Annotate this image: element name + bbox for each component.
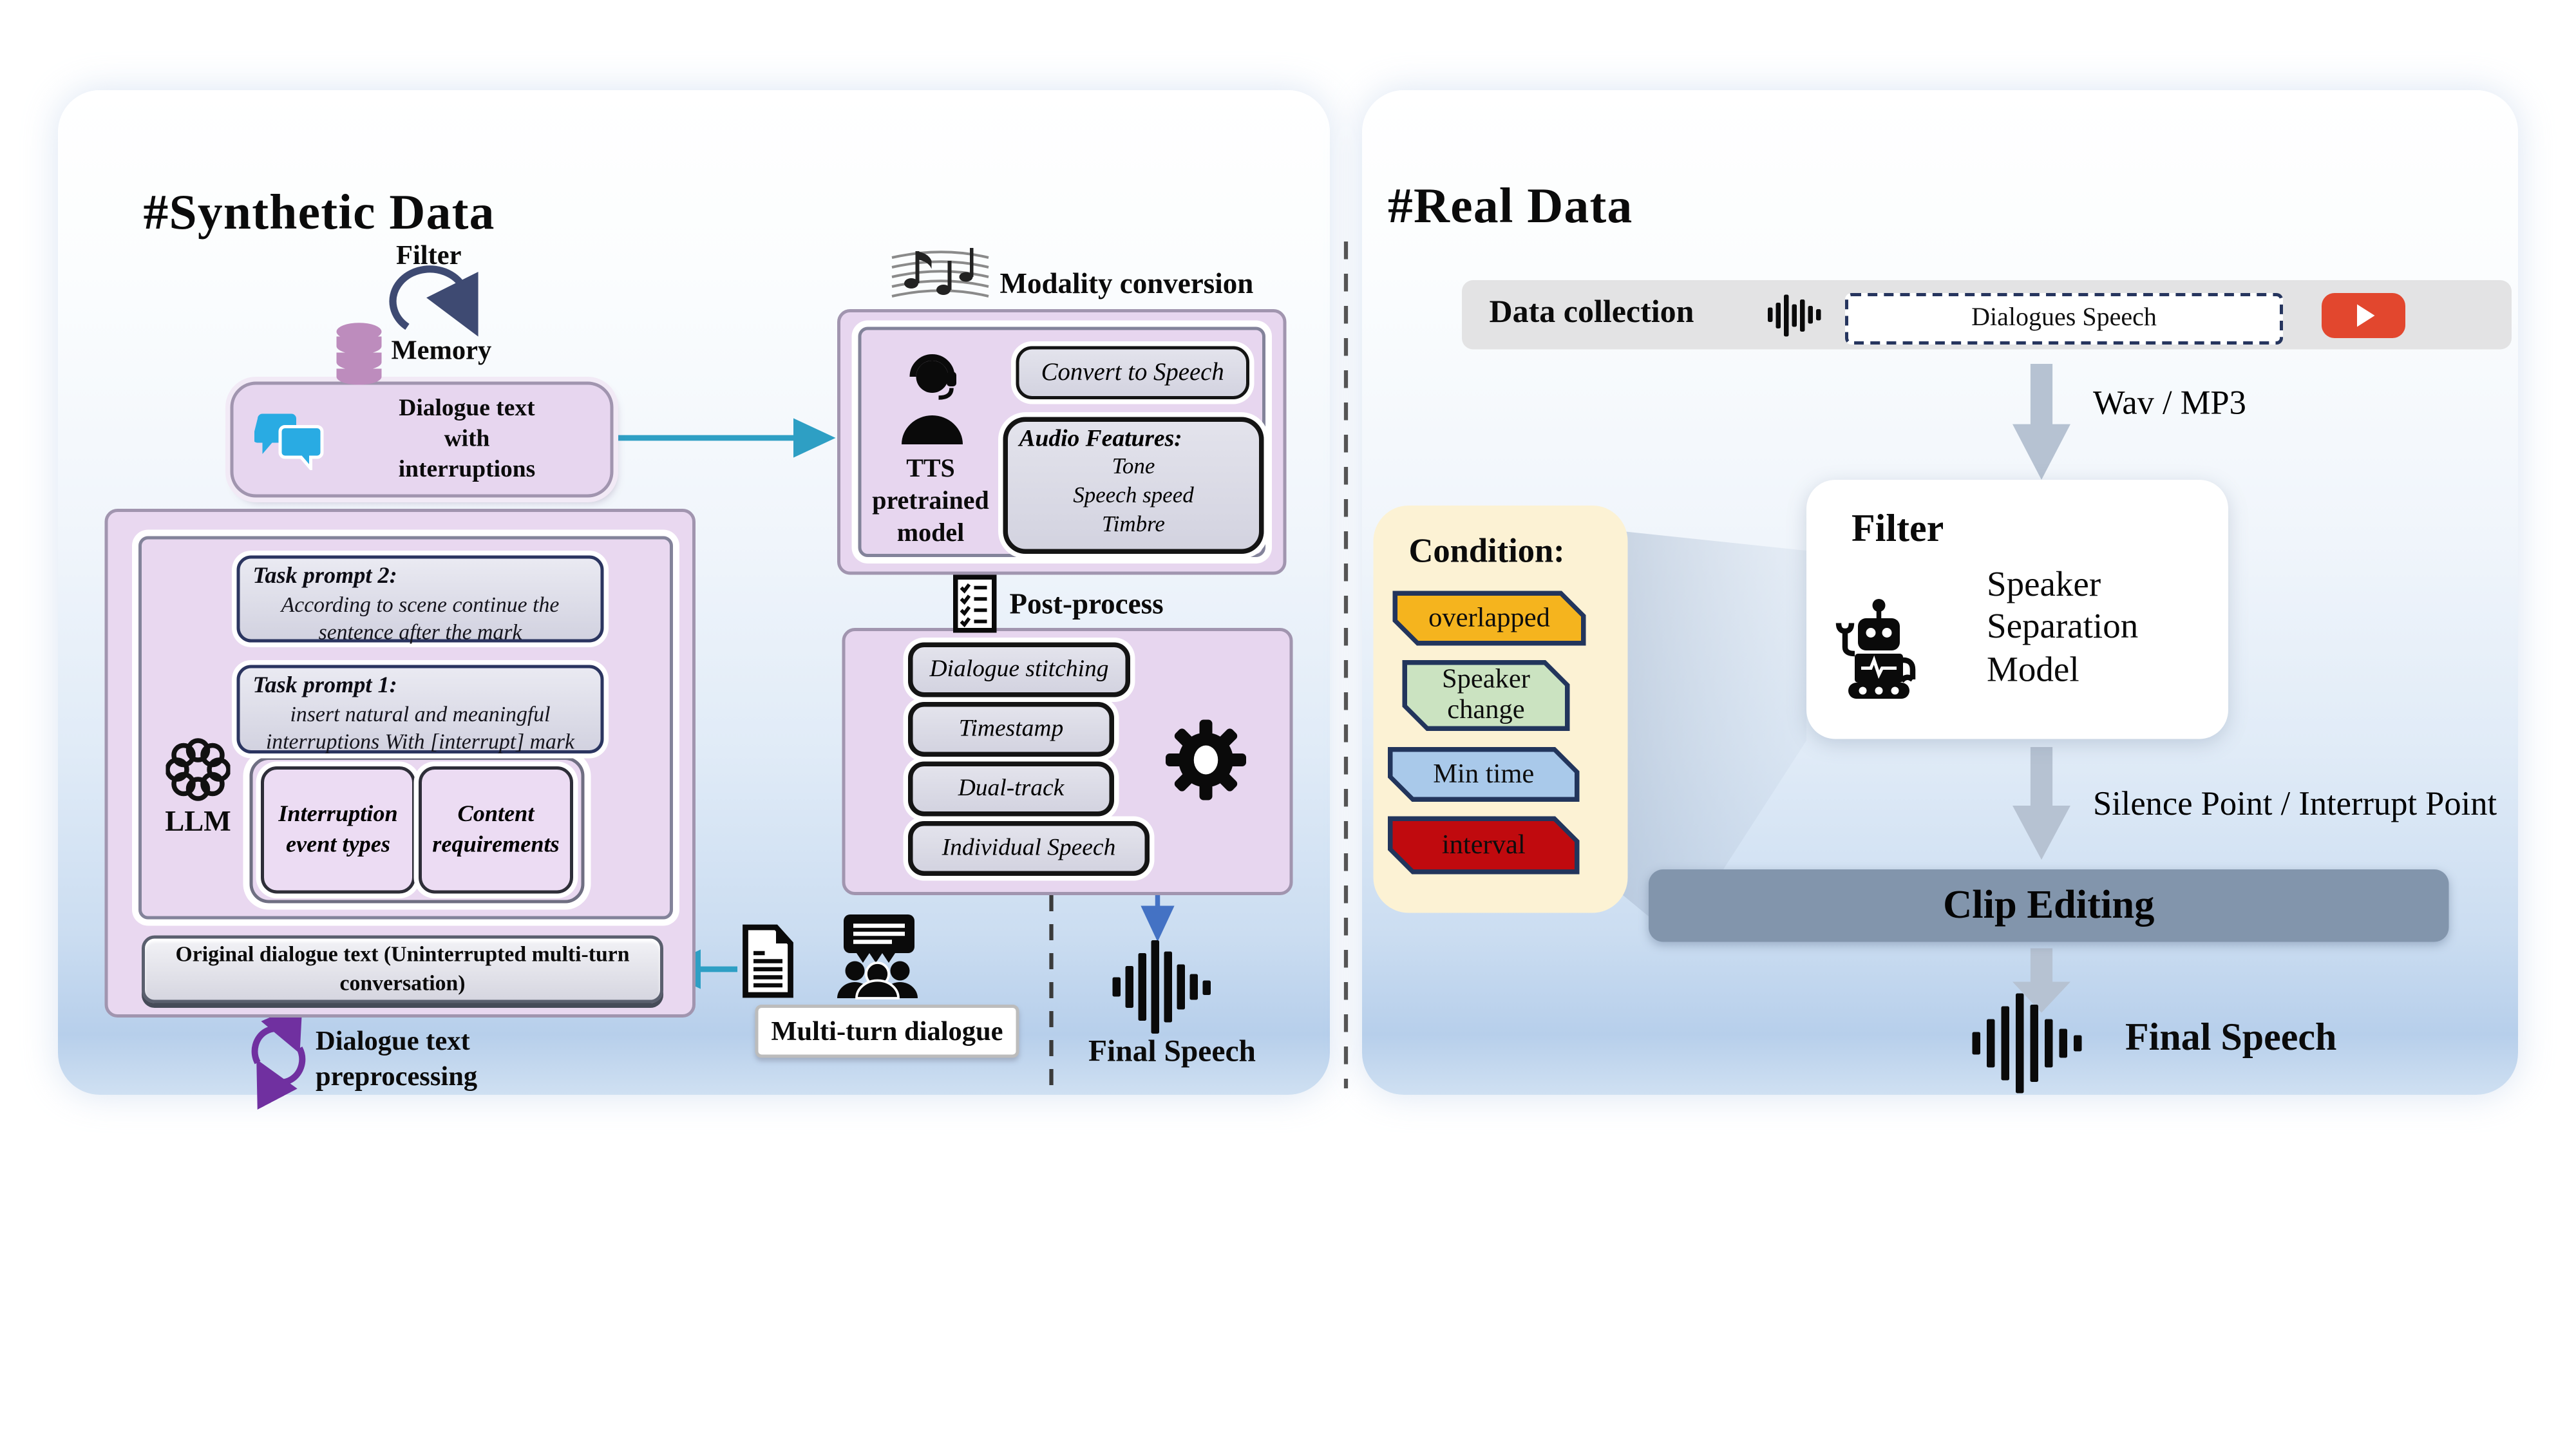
chat-bubbles-icon [254, 413, 324, 470]
final-speech-waveform-left-icon [1100, 940, 1222, 1034]
multi-turn-dialogue-box: Multi-turn dialogue [755, 1005, 1019, 1058]
condition-tag-overlapped: overlapped [1393, 591, 1586, 646]
convert-to-speech-label: Convert to Speech [1041, 358, 1224, 386]
postprocess-item-individual: Individual Speech [908, 821, 1150, 876]
audio-feature-speed: Speech speed [1073, 484, 1194, 509]
document-icon [743, 924, 793, 998]
postprocess-item-stitching: Dialogue stitching [908, 642, 1130, 697]
audio-feature-timbre: Timbre [1102, 514, 1165, 538]
postprocess-item-dualtrack: Dual-track [908, 761, 1114, 817]
condition-tag-min-time: Min time [1388, 747, 1580, 802]
audio-feature-tone: Tone [1112, 455, 1155, 480]
final-speech-waveform-right-icon [1958, 993, 2096, 1094]
filter-card: Filter Speaker Separation Model [1806, 480, 2228, 739]
tts-inner-frame [858, 327, 1265, 557]
filter-label: Filter [396, 240, 462, 271]
filter-card-title: Filter [1852, 509, 1944, 551]
real-title: #Real Data [1388, 177, 1633, 234]
preprocessing-label: Dialogue text preprocessing [316, 1025, 478, 1092]
clip-editing-label: Clip Editing [1943, 883, 2155, 927]
content-requirements-box: Content requirements [419, 766, 573, 894]
interruption-event-types-label: Interruption event types [278, 801, 398, 858]
final-speech-label-left: Final Speech [1088, 1035, 1256, 1070]
llm-inner-frame [138, 536, 673, 920]
tts-model-label: TTS pretrained model [872, 455, 989, 548]
audio-features-box: Audio Features: Tone Speech speed Timbre [1003, 417, 1264, 554]
modality-conversion-label: Modality conversion [999, 267, 1254, 299]
music-staff-icon [891, 248, 989, 298]
wav-mp3-label: Wav / MP3 [2093, 383, 2246, 422]
condition-tag-speaker-change: Speaker change [1403, 660, 1570, 731]
postprocess-item-timestamp: Timestamp [908, 702, 1114, 757]
task-prompt-2-body: According to scene continue the sentence… [281, 592, 560, 645]
condition-tag-interval: interval [1388, 817, 1580, 875]
clip-editing-bar: Clip Editing [1649, 869, 2449, 942]
interruption-event-types-box: Interruption event types [261, 766, 415, 894]
dialogue-interruptions-box: Dialogue text with interruptions [230, 381, 614, 498]
memory-database-icon [336, 323, 382, 385]
tts-agent-icon [902, 354, 963, 444]
postprocess-label: Post-process [1009, 587, 1164, 620]
group-discussion-icon [837, 914, 918, 999]
data-collection-label: Data collection [1489, 294, 1694, 330]
final-speech-label-right: Final Speech [2125, 1018, 2337, 1059]
condition-title: Condition: [1408, 531, 1565, 570]
task-prompt-1-box: Task prompt 1: insert natural and meanin… [236, 665, 604, 754]
task-prompt-2-title: Task prompt 2: [252, 564, 397, 589]
audio-features-title: Audio Features: [1019, 426, 1182, 453]
dialogue-interruptions-label: Dialogue text with interruptions [398, 396, 536, 482]
original-dialogue-label: Original dialogue text (Uninterrupted mu… [175, 941, 630, 995]
youtube-icon [2322, 292, 2405, 337]
task-prompt-1-title: Task prompt 1: [252, 673, 397, 699]
task-prompt-2-box: Task prompt 2: According to scene contin… [236, 555, 604, 645]
checklist-icon [953, 574, 997, 633]
speaker-separation-model-label: Speaker Separation Model [1987, 564, 2139, 689]
memory-label: Memory [391, 335, 492, 366]
data-collection-bar: Data collection Dialogues Speech [1462, 280, 2512, 350]
task-prompt-1-body: insert natural and meaningful interrupti… [265, 702, 575, 754]
content-requirements-label: Content requirements [432, 801, 560, 858]
prompt-inputs-frame [249, 757, 585, 904]
llm-label: LLM [165, 805, 231, 837]
original-dialogue-box: Original dialogue text (Uninterrupted mu… [142, 935, 663, 1003]
dialogues-speech-label: Dialogues Speech [1971, 303, 2157, 331]
convert-to-speech-box: Convert to Speech [1016, 346, 1249, 399]
synthetic-title: #Synthetic Data [143, 184, 495, 240]
multi-turn-dialogue-label: Multi-turn dialogue [771, 1015, 1003, 1046]
silence-interrupt-label: Silence Point / Interrupt Point [2093, 784, 2497, 823]
gear-icon [1166, 719, 1246, 800]
robot-icon [1835, 599, 1916, 699]
llm-knot-icon [166, 738, 231, 801]
audio-wave-small-icon [1765, 292, 1823, 339]
dialogues-speech-field: Dialogues Speech [1845, 292, 2283, 344]
